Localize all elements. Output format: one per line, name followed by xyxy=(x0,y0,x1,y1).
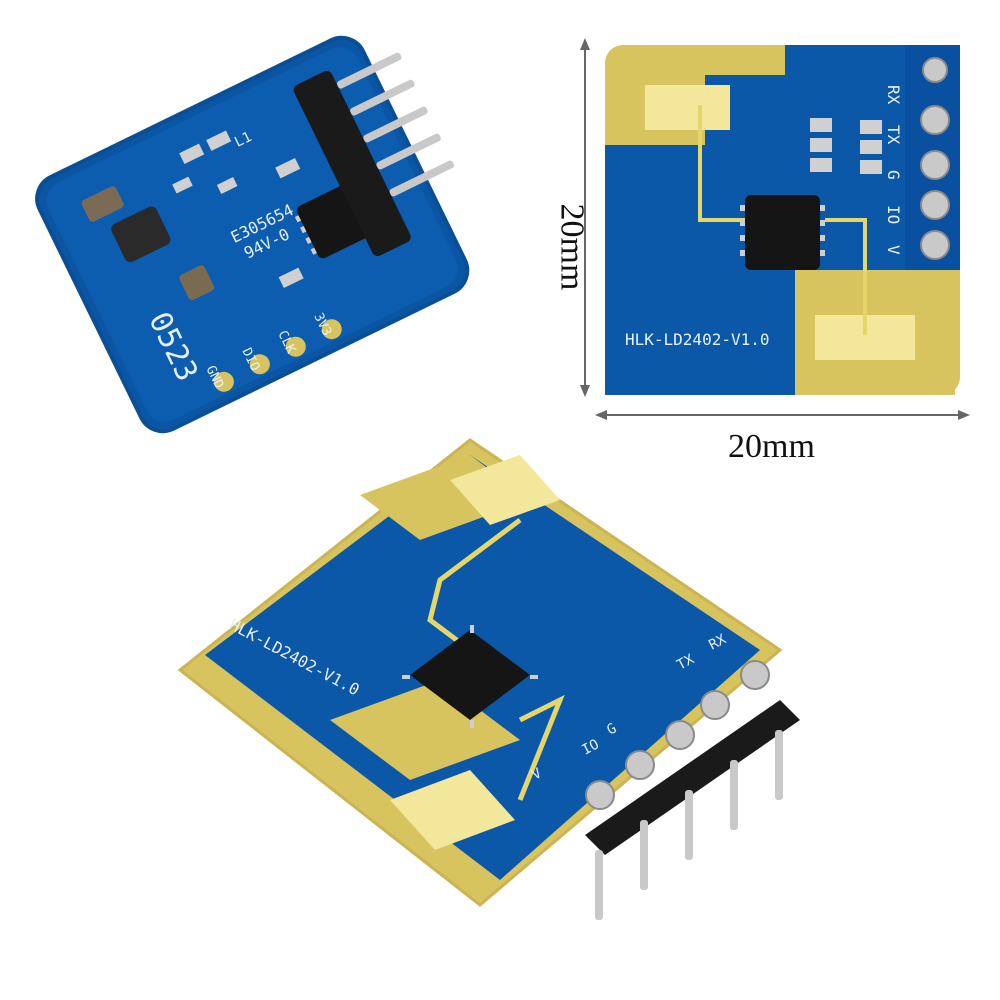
width-dimension-label: 20mm xyxy=(728,428,815,465)
back-code-l1: L1 xyxy=(232,129,254,151)
svg-text:IO: IO xyxy=(579,736,601,758)
svg-text:G: G xyxy=(884,170,903,180)
chip-icon xyxy=(402,625,538,728)
chip-icon xyxy=(740,195,825,270)
svg-text:RX: RX xyxy=(884,85,903,105)
header-pin-icon xyxy=(585,660,800,920)
svg-text:V: V xyxy=(884,245,903,255)
svg-text:TX: TX xyxy=(884,125,903,145)
header-pin-icon xyxy=(293,52,454,257)
svg-text:RX: RX xyxy=(706,631,729,653)
svg-text:TX: TX xyxy=(674,651,697,673)
svg-text:IO: IO xyxy=(884,205,903,224)
model-text: HLK-LD2402-V1.0 xyxy=(625,330,770,349)
